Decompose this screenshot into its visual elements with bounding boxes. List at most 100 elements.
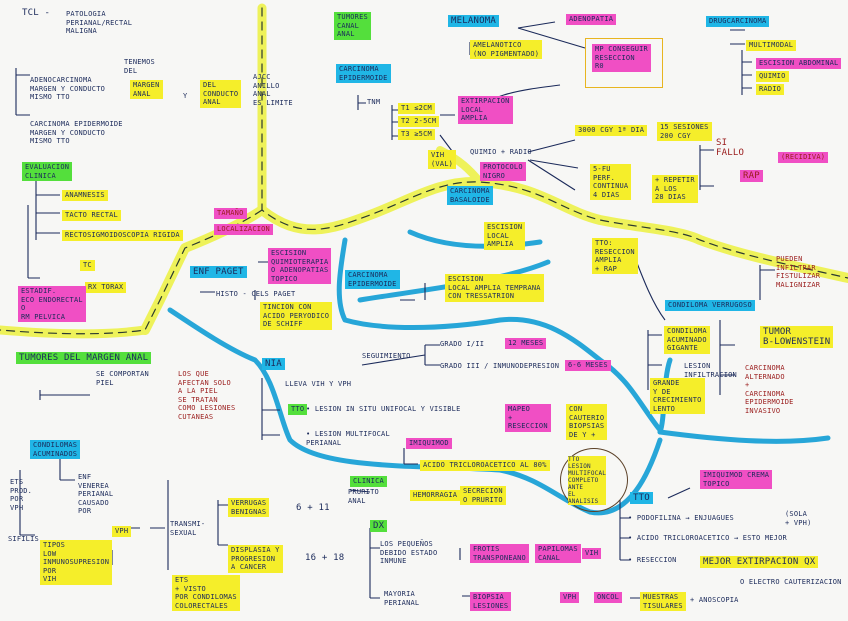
tumores-margen-title: TUMORES DEL MARGEN ANAL [16, 352, 152, 364]
grado-3-time: 6-6 MESES [565, 360, 611, 371]
basaloide-title: CARCINOMA BASALOIDE [447, 186, 493, 205]
dx-title: DX [370, 520, 388, 532]
ajcc-note: AJCC ANILLO ANAL ES LIMITE [253, 73, 293, 107]
tumores-canal-title: TUMORES CANAL ANAL [334, 12, 371, 40]
ink-connectors [15, 21, 775, 599]
multimodal-label: MULTIMODAL [746, 40, 797, 51]
escision-abdominal-label: ESCISION ABDOMINAL [756, 58, 842, 69]
vph-label: VPH [112, 526, 132, 537]
dosis-label: 3000 cGy 1ª DIA [575, 125, 648, 136]
carcinoma-epid-margen-title: CARCINOMA EPIDERMOIDE [345, 270, 400, 289]
nia-tto-label: TTO [288, 404, 308, 415]
dx-vih-label: VIH [582, 548, 602, 559]
grande-lento-label: GRANDE Y DE CRECIMIENTO LENTO [650, 378, 705, 414]
afectan-piel-note: LOS QUE AFECTAN SOLO A LA PIEL SE TRATAN… [178, 370, 236, 421]
pronostico-label: MP CONSEGUIR RESECCION R0 [592, 44, 651, 72]
lesion-multifocal-label: • LESION MULTIFOCAL PERIANAL [306, 430, 390, 447]
page-title: PATOLOGIA PERIANAL/RECTAL MALIGNA [66, 10, 133, 35]
margen-anal-label: MARGEN ANAL [130, 80, 163, 99]
conducto-anal-label: DEL CONDUCTO ANAL [200, 80, 242, 108]
tc-label: TC [80, 260, 95, 271]
carcinoma-epidermoide-label: CARCINOMA EPIDERMOIDE MARGEN Y CONDUCTO … [30, 120, 123, 145]
nia-imiquimod-label: IMIQUIMOD [406, 438, 452, 449]
basaloide-escision: ESCISION LOCAL AMPLIA [484, 222, 526, 250]
drugcarcinoma-title: DRUGCARCINOMA [706, 16, 770, 27]
evaluacion-clinica-title: EVALUACION CLINICA [22, 162, 73, 181]
localizacion-label: LOCALIZACION [214, 224, 273, 235]
papilomas-label: PAPILOMAS CANAL [535, 544, 581, 563]
adenocarcinoma-label: ADENOCARCINOMA MARGEN Y CONDUCTO MISMO T… [30, 76, 106, 101]
hemorragia-label: HEMORRAGIA [410, 490, 461, 501]
melanoma-title: MELANOMA [448, 15, 499, 27]
verrugas-benignas-label: VERRUGAS BENIGNAS [228, 498, 270, 517]
tincion-label: TINCION CON ACIDO PERYODICO DE SCHIFF [260, 302, 333, 330]
t2-label: T2 2-5cm [398, 116, 440, 127]
pueden-infiltrar-label: PUEDEN INFILTRAR FISTULIZAR MALIGNIZAR [776, 255, 821, 289]
rx-torax-label: RX TORAX [85, 282, 127, 293]
anoscopia-label: + ANOSCOPIA [690, 596, 739, 604]
nia-cloud-note [560, 448, 628, 512]
pequenos-label: LOS PEQUEÑOS DEBIDO ESTADO INMUNE [380, 540, 438, 565]
mejor-extirpacion-label: MEJOR EXTIRPACION QX [700, 556, 819, 568]
tcl-label: TCL - [22, 8, 51, 18]
vih-val-label: VIH (VAL) [428, 150, 457, 169]
reseccion-label: • RESECCION [628, 556, 677, 564]
lesion-infiltracion-label: LESION INFILTRACION [684, 362, 737, 379]
secrecion-label: SECRECION O PRURITO [460, 486, 506, 505]
grado-3-label: GRADO III / INMUNODEPRESION [440, 362, 560, 370]
rectosigmoidoscopia-label: RECTOSIGMOIDOSCOPIA RIGIDA [62, 230, 183, 241]
sola-vph-label: (SOLA + VPH) [785, 510, 812, 527]
displasia-label: DISPLASIA Y PROGRESION A CANCER [228, 545, 283, 573]
tipos-label: TIPOS LOW INMUNOSUPRESION POR VIH [40, 540, 113, 585]
nia-cloud-text: TTO LESION MULTIFOCAL COMPLETO ANTE EL A… [568, 456, 607, 505]
biopsia-label: BIOPSIA LESIONES [470, 592, 512, 611]
paget-title: ENF PAGET [190, 266, 247, 278]
quimio-onc-label: QUIMIO [756, 71, 789, 82]
displasia-types: 16 + 18 [305, 553, 345, 563]
condiloma-verrugoso-title: CONDILOMA VERRUGOSO [665, 300, 755, 311]
nia-title: NIA [262, 358, 285, 370]
tacto-rectal-label: TACTO RECTAL [62, 210, 121, 221]
lleva-vih-label: LLEVA VIH Y VPH [285, 380, 352, 388]
prurito-label: PRURITO ANAL [348, 488, 379, 505]
adenopatia-label: ADENOPATIA [566, 14, 617, 25]
y-label: Y [183, 92, 188, 100]
recidiva-label: (RECIDIVA) [778, 152, 829, 163]
tnm-label: TNM [367, 98, 381, 106]
mayoria-label: MAYORIA PERIANAL [384, 590, 420, 607]
carcinoma-epid-escision: ESCISION LOCAL AMPLIA TEMPRANA CON TRESS… [445, 274, 544, 302]
t1-label: T1 ≤2cm [398, 103, 435, 114]
seguimiento-label: SEGUIMIENTO [362, 352, 411, 360]
ets-label: ETS PROD. POR VPH [10, 478, 33, 512]
radio-onc-label: RADIO [756, 84, 785, 95]
condilomas-title: CONDILOMAS ACUMINADOS [30, 440, 81, 459]
sesiones-label: 15 SESIONES 200 cGy [657, 122, 712, 141]
acido-condiloma-label: • ACIDO TRICLOROACETICO → ESTO MEJOR [628, 534, 787, 542]
tamano-label: TAMAÑO [214, 208, 247, 219]
paget-escision: ESCISION QUIMIOTERAPIA O ADENOPATIAS TOP… [268, 248, 332, 284]
grado-1-label: GRADO I/II [440, 340, 485, 348]
enf-venerea-desc: ENF VENEREA PERIANAL CAUSADO POR [78, 473, 114, 515]
tenemos-label: TENEMOS DEL [124, 58, 155, 75]
carcinoma-epidermoide-canal: CARCINOMA EPIDERMOIDE [336, 64, 391, 83]
mapeo-reseccion-label: MAPEO + RESECCION [505, 404, 551, 432]
transmision-label: TRANSMI- SEXUAL [170, 520, 206, 537]
comportan-piel-label: SE COMPORTAN PIEL [96, 370, 149, 387]
carcinoma-alternado-label: CARCINOMA ALTERNADO + CARCINOMA EPIDERMO… [745, 364, 794, 415]
condiloma-tto-title: TTO [630, 492, 653, 504]
muestras-label: MUESTRAS TISULARES [640, 592, 686, 611]
quimio-radio-label: QUIMIO + RADIO [470, 148, 532, 156]
histo-paget-label: HISTO - CELS PAGET [216, 290, 296, 298]
extirpacion-local-label: EXTIRPACION LOCAL AMPLIA [458, 96, 513, 124]
ets-colorectales-label: ETS + VISTO POR CONDILOMAS COLORECTALES [172, 575, 240, 611]
verrugas-types: 6 + 11 [296, 503, 330, 513]
anamnesis-label: ANAMNESIS [62, 190, 108, 201]
yellow-road [0, 3, 848, 339]
dx-vph-label: VPH [560, 592, 580, 603]
sifilis-label: SIFILIS [8, 535, 39, 543]
gigante-label: CONDILOMA ACUMINADO GIGANTE [664, 326, 710, 354]
con-pruebas-label: CON CAUTERIO BIOPSIAS DE Y + [566, 404, 608, 440]
estadificacion-label: ESTADIF. ECO ENDORECTAL o RM PELVICA [18, 286, 86, 322]
rap-label: RAP [740, 170, 763, 182]
pronostico-box [585, 38, 663, 88]
